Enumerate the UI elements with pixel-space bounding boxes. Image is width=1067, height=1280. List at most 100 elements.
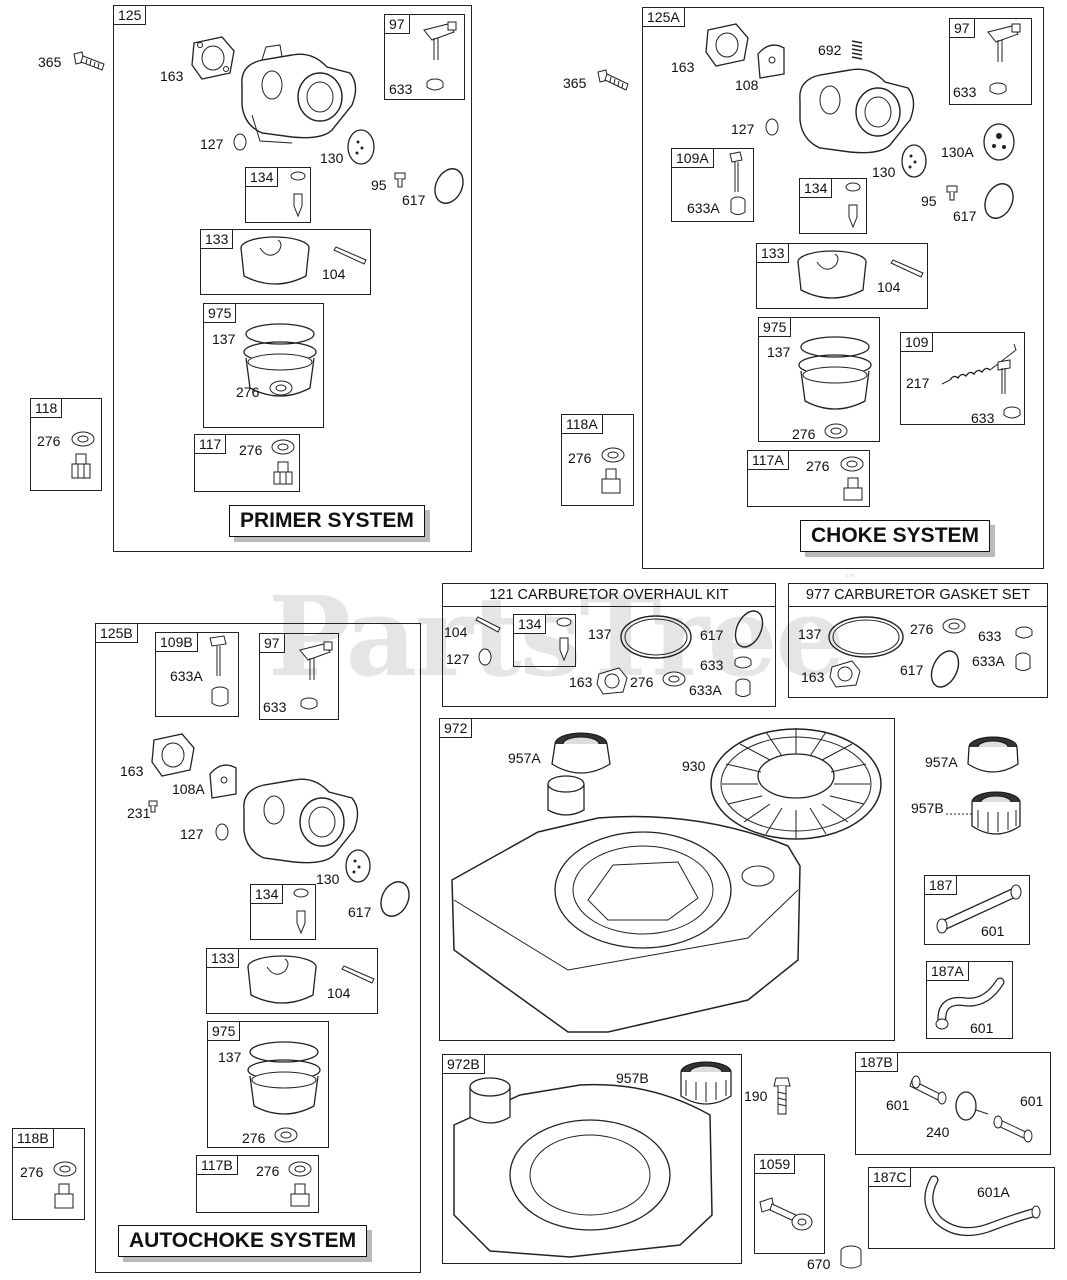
set-part633-icon [1015, 626, 1033, 639]
drain-washer-label: 276 [20, 1164, 44, 1180]
drain-plug-id: 118 [30, 398, 63, 418]
jet-box: 109A [671, 148, 754, 222]
kit-gasket163-icon [596, 667, 628, 695]
screw-label: 95 [371, 177, 387, 193]
primer-part-icon [426, 78, 444, 91]
fuel-line-c-icon [924, 1175, 1041, 1237]
choke-system-title: CHOKE SYSTEM [800, 520, 991, 552]
float-box: 133 [756, 243, 928, 309]
set-part633a-icon [1015, 652, 1031, 671]
kit-needle-id: 134 [513, 614, 547, 634]
kit-pin-label: 104 [444, 624, 468, 640]
fuel-line-id: 187B [855, 1052, 898, 1072]
fuel-tank-icon [451, 775, 801, 1033]
fuel-line-id: 187C [868, 1167, 912, 1187]
washer-icon [824, 423, 848, 439]
plate2-icon [901, 144, 927, 178]
bowl-gasket-label: 137 [767, 344, 791, 360]
jet-id: 109A [671, 148, 714, 168]
primer-system-panel: 125 [113, 5, 472, 552]
ring-icon [380, 881, 410, 917]
kit-pin-icon [475, 616, 501, 633]
set-gasket137-icon [828, 616, 904, 658]
jet-icon [729, 151, 743, 192]
kit-part633a-icon [735, 678, 751, 697]
fuel-line-id: 187 [924, 875, 958, 895]
primer-part-label: 633 [263, 699, 287, 715]
screw-label: 95 [921, 193, 937, 209]
overhaul-kit-title: 121 CARBURETOR OVERHAUL KIT [443, 584, 775, 607]
washer-label: 276 [236, 384, 260, 400]
spacer-box-1059: 1059 [754, 1154, 825, 1254]
float-box: 133 [206, 948, 378, 1014]
bowl-id: 975 [203, 303, 237, 323]
washer-icon [269, 380, 293, 396]
kit-gasket137-label: 137 [588, 626, 612, 642]
screw-icon [394, 172, 406, 188]
carburetor-icon [241, 44, 357, 144]
plate2-icon [345, 849, 371, 883]
oring-label: 127 [180, 826, 204, 842]
plate-label: 130 [320, 150, 344, 166]
bowl-nut-id: 117 [194, 434, 227, 454]
governor-part-icon [1003, 406, 1021, 419]
drain-plug-icon [71, 453, 91, 479]
oring-icon [233, 133, 247, 151]
set-gasket137-label: 137 [798, 626, 822, 642]
primer-bulb-box: 97 [259, 633, 339, 720]
fuel-tank-b-id: 972B [442, 1054, 485, 1074]
float-icon [797, 250, 867, 299]
fuel-line-clamp-label: 601A [977, 1184, 1010, 1200]
screw-icon [946, 185, 958, 201]
bolt-icon [73, 51, 105, 71]
fuel-line-box-187b: 187B [855, 1052, 1051, 1155]
nut-washer-icon [271, 439, 295, 455]
spring2-icon [941, 343, 1017, 394]
fuel-line-box-187a: 187A [926, 961, 1013, 1039]
drain-washer-icon [53, 1161, 77, 1177]
needle-valve-box: 134 [245, 167, 311, 223]
bowl-nut-box: 117A [747, 450, 870, 507]
governor-id: 109 [900, 332, 934, 352]
ring-icon [984, 183, 1014, 219]
fuel-tank-panel: 972 [439, 718, 895, 1041]
plate3-label: 130A [941, 144, 974, 160]
set-ring-label: 617 [900, 662, 924, 678]
drain-washer-label: 276 [568, 450, 592, 466]
gasket-label: 163 [120, 763, 144, 779]
spacer-bolt-icon [759, 1197, 813, 1231]
carburetor-icon [243, 778, 359, 864]
primer-part-label: 633 [953, 84, 977, 100]
ring-label: 617 [402, 192, 426, 208]
primer-bulb-icon [987, 23, 1021, 62]
float-pin-label: 104 [322, 266, 346, 282]
needle-valve-id: 134 [799, 178, 833, 198]
drain-plug-icon [601, 468, 621, 494]
drain-washer-icon [71, 431, 95, 447]
fuel-tank-id: 972 [439, 718, 473, 738]
carburetor-icon [799, 68, 915, 154]
jet-part-label: 633A [170, 668, 203, 684]
kit-needle-icon [556, 617, 572, 662]
spacer-icon [840, 1245, 862, 1269]
needle-valve-icon [845, 182, 861, 229]
nut-washer-label: 276 [806, 458, 830, 474]
kit-gasket163-label: 163 [569, 674, 593, 690]
bowl-id: 975 [758, 317, 792, 337]
bowl-nut-id: 117B [196, 1155, 238, 1175]
gasket-icon [705, 23, 749, 67]
panel-id: 125B [95, 623, 138, 643]
fuel-line-clamp-label: 601 [970, 1020, 994, 1036]
kit-part633-icon [734, 656, 752, 669]
float-pin-icon [341, 965, 375, 984]
needle-valve-id: 134 [245, 167, 279, 187]
oring-icon [215, 823, 229, 841]
drain-plug-box-118: 118 [30, 398, 102, 491]
bowl-icon [243, 323, 317, 397]
bolt-label: 365 [38, 54, 62, 70]
spacer-label: 670 [807, 1256, 831, 1272]
primer-bulb-id: 97 [384, 14, 410, 34]
choke-plate-label: 108 [735, 77, 759, 93]
cap-957b-label: 957B [911, 800, 944, 816]
bowl-id: 975 [207, 1021, 241, 1041]
